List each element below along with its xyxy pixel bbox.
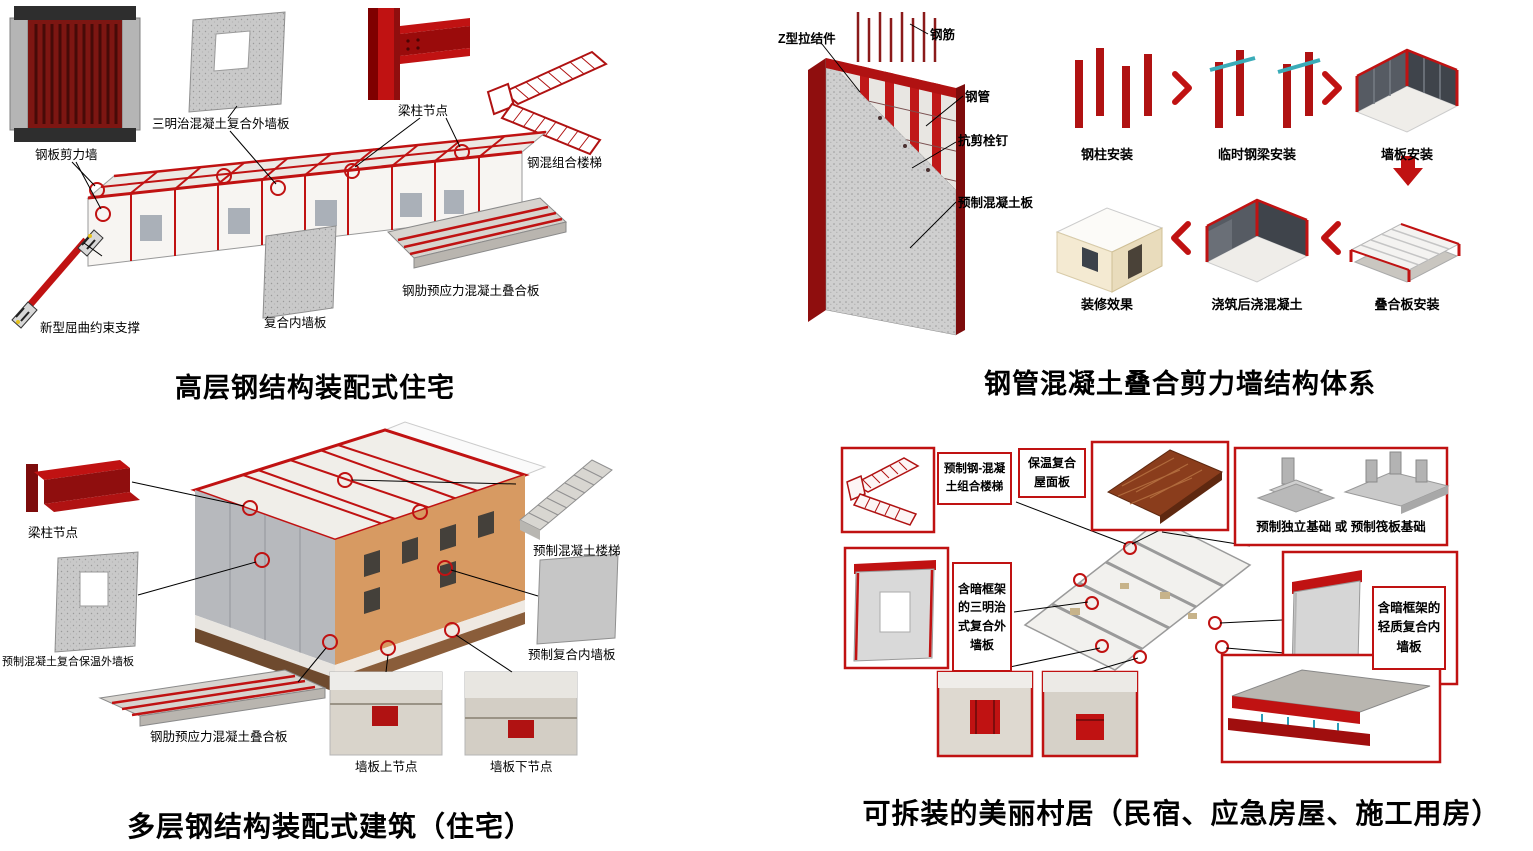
title-cfst-system: 钢管混凝土叠合剪力墙结构体系 (984, 369, 1376, 399)
label-brace: 新型屈曲约束支撑 (40, 321, 141, 335)
panel-multistory-steel-building: 梁柱节点 预制混凝土复合保温外墙板 钢肋预应力混凝土叠合板 预制混凝土楼梯 预制… (0, 420, 770, 851)
label-bl-exterior-panel: 预制混凝土复合保温外墙板 (2, 656, 134, 668)
step-slab-install-figure (1347, 192, 1467, 290)
steel-plate-shear-wall-figure (9, 6, 141, 142)
step-caption-temp-beam: 临时钢梁安装 (1217, 147, 1296, 162)
step-temp-beam-figure (1197, 42, 1321, 140)
composite-stair-figure (486, 50, 608, 156)
arrow-right-1 (1172, 71, 1192, 105)
br-exterior-wall-figure (843, 546, 950, 670)
br-foundation-figure (1233, 446, 1450, 547)
label-sandwich-wall-panel: 三明治混凝土复合外墙板 (152, 117, 290, 131)
label-br-stair: 预制钢-混凝土组合楼梯 (937, 452, 1012, 505)
exterior-panel-icon-figure (54, 551, 139, 653)
arrow-left-1 (1171, 221, 1191, 255)
br-roof-beam-figure (1220, 653, 1442, 764)
wall-top-joint-photo (329, 671, 443, 756)
arrow-left-2 (1321, 221, 1341, 255)
label-composite-slab: 钢肋预应力混凝土叠合板 (402, 284, 540, 298)
title-multistory: 多层钢结构装配式建筑（住宅） (126, 811, 533, 842)
label-beam-column-joint: 梁柱节点 (398, 104, 449, 118)
label-composite-stair: 钢混组合楼梯 (527, 156, 603, 170)
label-steel-tube: 钢管 (965, 90, 991, 104)
arrow-right-2 (1322, 71, 1342, 105)
beam-column-joint-figure (368, 8, 470, 100)
step-cast-concrete-figure (1197, 192, 1317, 290)
label-z-tie: Z型拉结件 (778, 32, 836, 46)
flow-arrows (1171, 71, 1342, 255)
step-caption-finished: 装修效果 (1080, 297, 1133, 312)
wall-bottom-joint-photo (464, 671, 578, 756)
label-br-interior-wall: 含暗框架的轻质复合内墙板 (1372, 586, 1446, 670)
interior-panel-figure (262, 225, 337, 319)
stair-icon-figure (519, 459, 613, 540)
step-caption-cast-concrete: 浇筑后浇混凝土 (1211, 297, 1303, 312)
label-br-roof-panel: 保温复合屋面板 (1018, 448, 1086, 498)
step-steel-column-figure (1047, 42, 1167, 140)
callout-lines-bl (131, 479, 539, 683)
br-stair-figure (840, 446, 936, 534)
slab-icon-figure (98, 669, 327, 727)
label-interior-wall-panel: 复合内墙板 (264, 316, 327, 330)
title-village-houses: 可拆装的美丽村居（民宿、应急房屋、施工用房） (862, 798, 1501, 829)
step-caption-steel-column: 钢柱安装 (1080, 147, 1133, 162)
brace-figure (11, 229, 104, 329)
label-bl-stair: 预制混凝土楼梯 (533, 544, 621, 558)
label-bl-beam-joint: 梁柱节点 (28, 526, 79, 540)
br-joint-detail-1 (936, 670, 1034, 758)
title-highrise: 高层钢结构装配式住宅 (175, 373, 455, 403)
beam-joint-icon-figure (26, 460, 140, 512)
label-precast-panel: 预制混凝土板 (958, 196, 1034, 210)
label-shear-stud: 抗剪栓钉 (958, 134, 1009, 148)
composite-slab-figure (387, 197, 568, 269)
label-wall-bottom-joint: 墙板下节点 (490, 760, 553, 774)
panel-demountable-village-houses: 预制钢-混凝土组合楼梯 保温复合屋面板 预制独立基础 或 预制筏板基础 含暗框架… (830, 420, 1533, 851)
arrow-down-icon (1393, 156, 1423, 186)
building-3d-figure (190, 421, 547, 692)
interior-panel-icon-figure (536, 553, 619, 645)
wall-leader-lines (821, 23, 964, 249)
panel-highrise-steel-housing: 钢板剪力墙 三明治混凝土复合外墙板 梁柱节点 钢混组合楼梯 钢肋预应力混凝土叠合… (0, 0, 760, 410)
step-caption-slab-install: 叠合板安装 (1374, 297, 1440, 312)
cfst-wall-detail-figure (808, 12, 965, 336)
panel-cfst-shear-wall-system: Z型拉结件 钢筋 钢管 抗剪栓钉 预制混凝土板 钢柱安装 临时钢梁安装 墙板安装… (760, 0, 1533, 410)
sandwich-panel-figure (188, 11, 286, 113)
label-steel-plate-shear-wall: 钢板剪力墙 (35, 148, 98, 162)
label-bl-interior-panel: 预制复合内墙板 (528, 648, 616, 662)
br-roof-figure (1090, 440, 1230, 532)
br-joint-detail-2 (1041, 670, 1139, 758)
step-caption-wall-install: 墙板安装 (1380, 147, 1433, 162)
callout-lines (71, 105, 461, 257)
cfst-figure-svg (808, 12, 1467, 336)
village-figure-svg (840, 440, 1459, 764)
step-wall-install-figure (1347, 42, 1467, 140)
step-finished-figure (1047, 192, 1167, 293)
label-br-foundation: 预制独立基础 或 预制筏板基础 (1256, 520, 1426, 534)
floor-plan-figure (1023, 519, 1252, 671)
label-br-exterior-wall: 含暗框架的三明治式复合外墙板 (952, 562, 1012, 672)
multistory-figure-svg (26, 421, 619, 756)
highrise-figure-svg (9, 6, 608, 329)
label-rebar: 钢筋 (930, 28, 956, 42)
label-bl-slab: 钢肋预应力混凝土叠合板 (150, 730, 288, 744)
label-wall-top-joint: 墙板上节点 (355, 760, 418, 774)
